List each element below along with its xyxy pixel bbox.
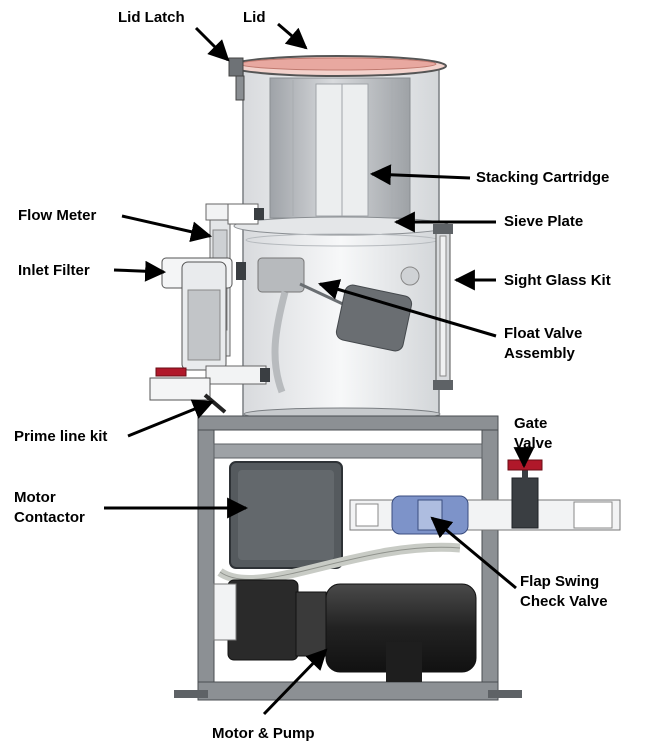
arrow-prime-line — [127, 399, 214, 438]
motor-contactor-box — [229, 461, 343, 569]
label-lid-latch: Lid Latch — [118, 9, 185, 26]
prime-line-valve — [149, 367, 227, 414]
label-inlet-filter: Inlet Filter — [18, 262, 90, 279]
lid-latch — [228, 57, 245, 101]
arrow-inlet-filter — [113, 260, 167, 282]
inlet-filter — [161, 257, 270, 385]
label-lid: Lid — [243, 9, 266, 26]
arrow-float-valve — [317, 279, 497, 338]
sieve-plate — [233, 216, 451, 236]
gate-valve — [507, 459, 543, 529]
label-gate-valve-line1: Gate — [514, 415, 548, 432]
frame — [174, 415, 522, 701]
label-sieve-plate: Sieve Plate — [504, 213, 584, 230]
label-sight-glass-kit: Sight Glass Kit — [504, 272, 611, 289]
label-check-valve-line2: Check Valve — [520, 593, 608, 610]
arrow-lid — [277, 22, 308, 50]
label-check-valve-line1: Flap Swing — [520, 573, 600, 590]
arrow-lid-latch — [194, 26, 230, 62]
stacking-cartridge — [269, 77, 411, 219]
arrow-motor-pump — [262, 648, 328, 716]
outlet-pipe — [349, 499, 621, 531]
sight-glass — [433, 224, 453, 390]
label-motor-contactor-line2: Contactor — [14, 509, 85, 526]
label-float-valve-line1: Float Valve — [504, 325, 583, 342]
arrow-flow-meter — [121, 214, 213, 243]
label-motor-contactor-line1: Motor — [14, 489, 56, 506]
label-prime-line-kit: Prime line kit — [14, 428, 108, 445]
motor-pump — [213, 579, 477, 682]
label-flow-meter: Flow Meter — [18, 207, 97, 224]
check-valve — [391, 495, 469, 535]
label-gate-valve-line2: Valve — [514, 435, 553, 452]
lid — [229, 55, 447, 77]
arrow-check-valve — [430, 516, 517, 590]
label-stacking-cartridge: Stacking Cartridge — [476, 169, 610, 186]
leader-arrows — [104, 22, 535, 716]
float-valve — [257, 257, 420, 394]
label-float-valve-line2: Assembly — [504, 345, 575, 362]
label-motor-pump: Motor & Pump — [212, 725, 315, 742]
arrow-stacking-cartridge — [369, 164, 471, 186]
